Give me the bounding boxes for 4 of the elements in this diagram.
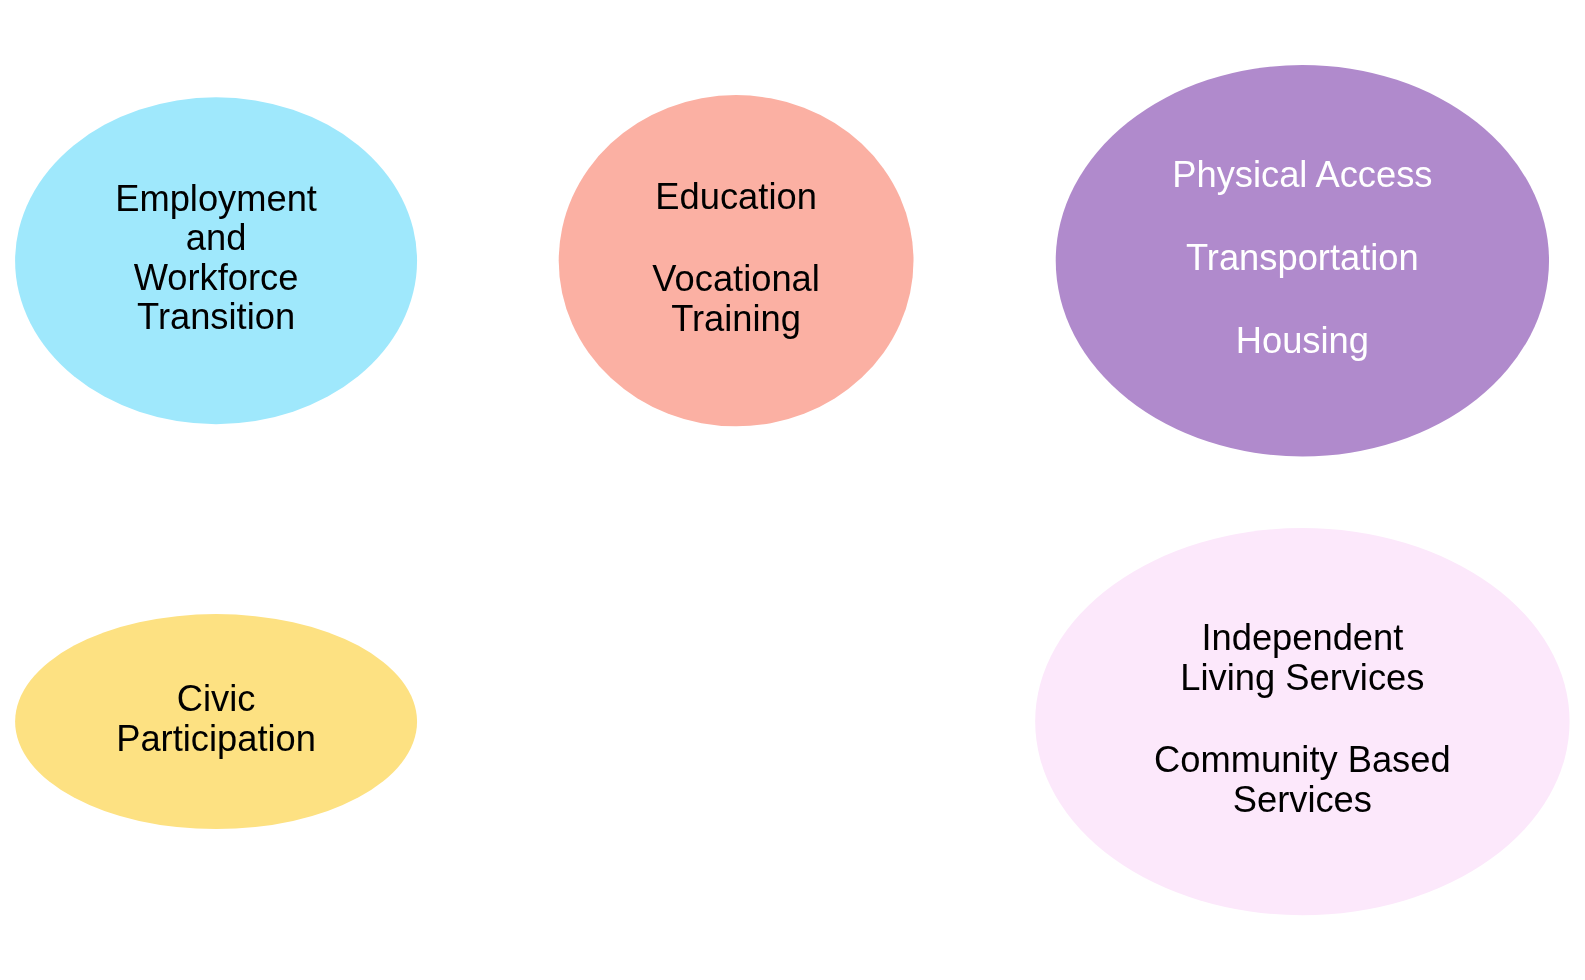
node-ellipse: Civic Participation bbox=[15, 614, 418, 830]
node-ellipse: Physical Access Transportation Housing bbox=[1055, 64, 1549, 457]
node-circle: Education Vocational Training bbox=[558, 95, 914, 427]
node-ellipse: Employment and Workforce Transition bbox=[15, 97, 418, 425]
